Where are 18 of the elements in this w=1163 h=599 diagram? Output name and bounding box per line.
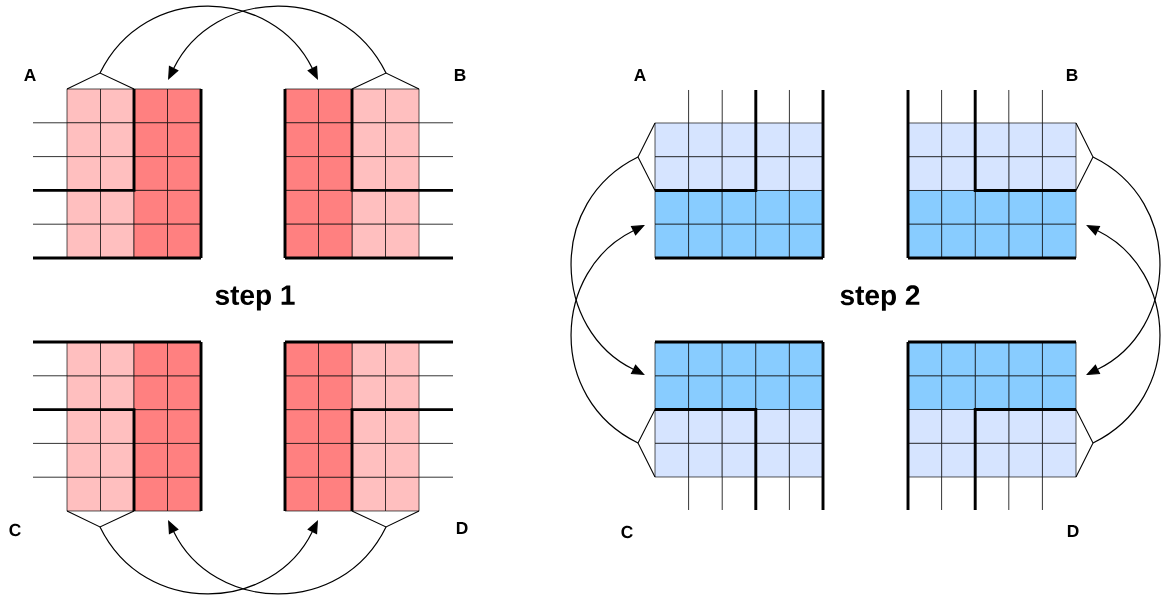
block-letter: C bbox=[621, 525, 633, 539]
block-letter: A bbox=[634, 69, 646, 81]
step-label: step 1 bbox=[215, 285, 295, 311]
block-letter: B bbox=[454, 69, 466, 81]
curved-arrow bbox=[1086, 156, 1161, 375]
block-letter: D bbox=[456, 522, 468, 534]
curved-arrow bbox=[99, 520, 318, 595]
curved-arrow bbox=[168, 520, 387, 595]
curved-arrow bbox=[570, 225, 645, 444]
curved-arrow bbox=[570, 156, 645, 375]
block-letter: B bbox=[1066, 69, 1078, 81]
block-letter: D bbox=[1067, 525, 1079, 537]
curved-arrow bbox=[1086, 225, 1161, 444]
curved-arrow bbox=[99, 5, 318, 80]
step-label: step 2 bbox=[840, 285, 920, 311]
block-letter: A bbox=[24, 69, 36, 81]
block-letter: C bbox=[9, 523, 21, 537]
curved-arrow bbox=[168, 5, 387, 80]
